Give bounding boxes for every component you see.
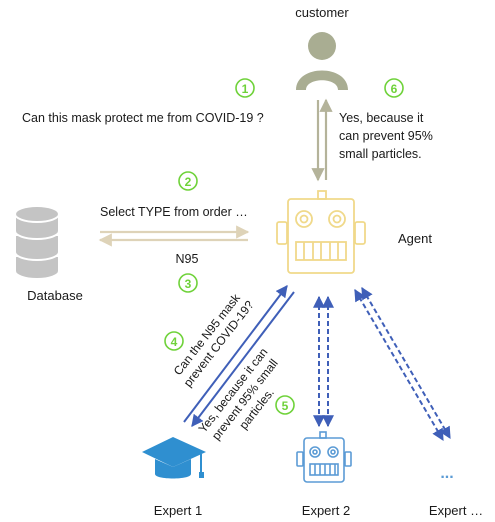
expert-more-label: Expert … bbox=[429, 503, 483, 518]
expert2-label: Expert 2 bbox=[302, 503, 350, 518]
step-6-number: 6 bbox=[391, 82, 398, 96]
step-5-number: 5 bbox=[282, 399, 289, 413]
agent-label: Agent bbox=[398, 231, 432, 246]
answer-line-1: Yes, because it bbox=[339, 111, 424, 125]
step-4-number: 4 bbox=[171, 335, 178, 349]
more-experts-ellipsis: ... bbox=[440, 465, 453, 482]
step-4-badge: 4 bbox=[164, 331, 184, 351]
db-result: N95 bbox=[176, 252, 199, 266]
arrow-agent-expertn-a bbox=[354, 288, 444, 442]
step-6-badge: 6 bbox=[384, 78, 404, 98]
agent-robot-icon bbox=[276, 190, 366, 274]
arrow-agent-to-expert1 bbox=[191, 291, 295, 427]
sql-query: Select TYPE from order … bbox=[100, 205, 248, 219]
step-1-number: 1 bbox=[242, 82, 249, 96]
database-label: Database bbox=[27, 288, 83, 303]
customer-label: customer bbox=[295, 5, 349, 20]
step-3-badge: 3 bbox=[178, 273, 198, 293]
customer-icon bbox=[296, 32, 348, 90]
arrow-agent-expertn-b bbox=[361, 286, 451, 440]
graduation-cap-icon bbox=[142, 437, 206, 479]
step-2-number: 2 bbox=[185, 175, 192, 189]
step-2-badge: 2 bbox=[178, 171, 198, 191]
answer-line-2: can prevent 95% bbox=[339, 129, 433, 143]
answer-line-3: small particles. bbox=[339, 147, 422, 161]
step-3-number: 3 bbox=[185, 277, 192, 291]
step-5-badge: 5 bbox=[275, 395, 295, 415]
expert2-robot-icon bbox=[296, 431, 352, 483]
step-1-badge: 1 bbox=[235, 78, 255, 98]
database-icon bbox=[14, 205, 60, 280]
customer-question: Can this mask protect me from COVID-19 ? bbox=[22, 111, 264, 125]
expert1-label: Expert 1 bbox=[154, 503, 202, 518]
arrow-expert1-to-agent bbox=[183, 285, 288, 423]
